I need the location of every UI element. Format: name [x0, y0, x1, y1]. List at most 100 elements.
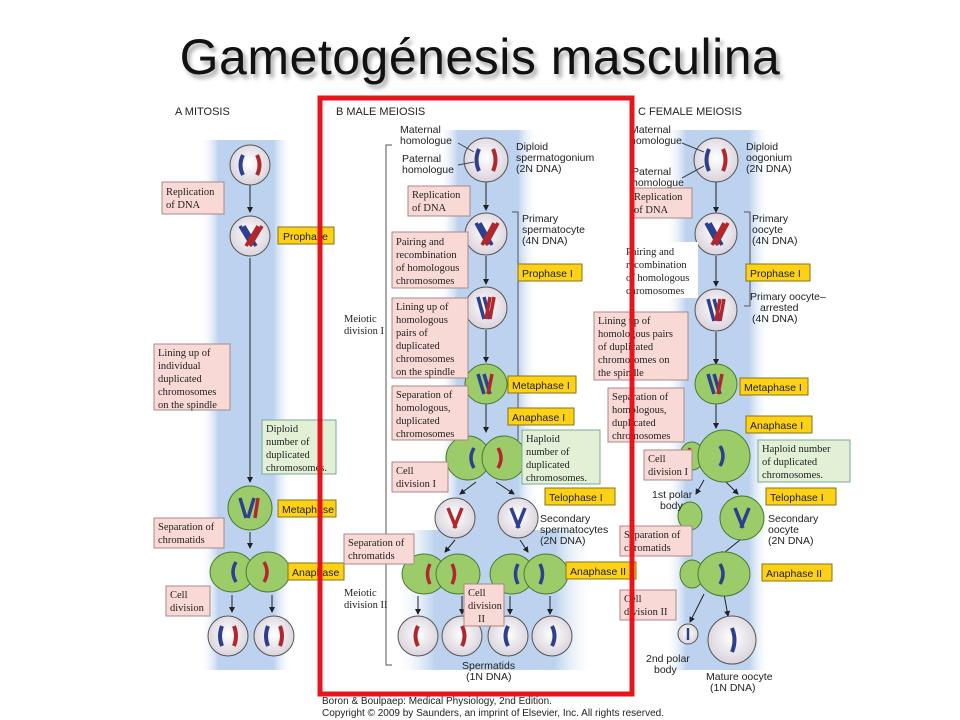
- label-primary-oocyte-arrested: Primary oocyte–arrested(4N DNA): [750, 291, 826, 325]
- note-mitosis-lining: Lining up of individual duplicated chrom…: [153, 343, 231, 411]
- svg-text:chromosomes: chromosomes: [396, 276, 454, 287]
- tag-male-metaphase-i: Metaphase I: [507, 375, 577, 394]
- svg-text:division I: division I: [648, 467, 688, 478]
- cell-mitosis-metaphase: [227, 485, 273, 531]
- svg-text:chromatids: chromatids: [348, 551, 395, 562]
- svg-text:Lining up of: Lining up of: [598, 316, 651, 327]
- cell-oogonium: [693, 137, 739, 183]
- svg-text:Pairing and: Pairing and: [396, 237, 445, 248]
- svg-text:chromosomes.: chromosomes.: [266, 463, 327, 474]
- svg-text:division: division: [170, 603, 205, 614]
- note-female-haploid: Haploid number of duplicated chromosomes…: [757, 439, 851, 483]
- credit-source: Boron & Boulpaep: Medical Physiology, 2n…: [322, 696, 552, 707]
- svg-text:of duplicated: of duplicated: [598, 342, 654, 353]
- cell-female-anaphase-ii: [679, 551, 751, 597]
- tag-female-telophase-i: Telophase I: [765, 487, 837, 506]
- cell-mitosis-prophase: [229, 215, 271, 257]
- cell-second-polar-body: [677, 623, 699, 645]
- svg-text:Haploid number: Haploid number: [762, 444, 831, 455]
- cell-primary-oocyte: [694, 212, 738, 256]
- cell-primary-oocyte-arrested: [694, 288, 738, 332]
- svg-text:of DNA: of DNA: [412, 203, 447, 214]
- note-female-pairing: Pairing and recombination of homologous …: [622, 242, 698, 298]
- svg-text:Telophase I: Telophase I: [549, 492, 603, 504]
- note-male-sep-chromatids: Separation of chromatids: [343, 533, 415, 565]
- svg-text:Prophase I: Prophase I: [750, 268, 801, 280]
- tag-mitosis-metaphase: Metaphase: [277, 499, 337, 518]
- svg-text:Anaphase I: Anaphase I: [512, 412, 565, 424]
- svg-text:Replication: Replication: [166, 187, 215, 198]
- header-male-meiosis: B MALE MEIOSIS: [336, 106, 425, 118]
- header-mitosis: A MITOSIS: [175, 106, 230, 118]
- cell-mitosis-daughter-left: [207, 615, 249, 657]
- note-male-separation: Separation of homologous, duplicated chr…: [391, 385, 469, 441]
- svg-text:Anaphase II: Anaphase II: [766, 568, 822, 580]
- tag-female-anaphase-i: Anaphase I: [745, 415, 813, 434]
- svg-text:Anaphase I: Anaphase I: [750, 420, 803, 432]
- svg-text:recombination: recombination: [626, 260, 687, 271]
- svg-text:Cell: Cell: [170, 590, 188, 601]
- svg-text:homologous,: homologous,: [612, 405, 667, 416]
- svg-text:homologous pairs: homologous pairs: [598, 329, 673, 340]
- svg-text:the spindle: the spindle: [598, 368, 644, 379]
- note-male-lining: Lining up of homologous pairs of duplica…: [391, 297, 469, 379]
- svg-text:chromatids: chromatids: [624, 543, 671, 554]
- credit-copyright: Copyright © 2009 by Saunders, an imprint…: [322, 708, 664, 719]
- svg-text:division II: division II: [624, 607, 668, 618]
- cell-mitosis-start: [229, 144, 271, 186]
- svg-text:number of: number of: [526, 447, 570, 458]
- svg-text:Separation of: Separation of: [624, 530, 681, 541]
- note-mitosis-division: Cell division: [165, 585, 211, 617]
- tag-female-metaphase-i: Metaphase I: [739, 377, 809, 396]
- svg-text:Separation of: Separation of: [348, 538, 405, 549]
- svg-text:Lining up of: Lining up of: [158, 348, 211, 359]
- svg-text:Cell: Cell: [468, 588, 486, 599]
- svg-text:duplicated: duplicated: [158, 374, 202, 385]
- svg-text:chromosomes: chromosomes: [612, 431, 670, 442]
- svg-text:duplicated: duplicated: [266, 450, 310, 461]
- male-meiosis-highlight-box: [317, 95, 635, 697]
- svg-text:chromosomes.: chromosomes.: [762, 470, 823, 481]
- svg-text:Lining up of: Lining up of: [396, 302, 449, 313]
- svg-text:Metaphase I: Metaphase I: [512, 380, 570, 392]
- svg-text:Replication: Replication: [412, 190, 461, 201]
- cell-mature-oocyte: [707, 615, 757, 665]
- svg-text:of homologous: of homologous: [396, 263, 459, 274]
- svg-text:Separation of: Separation of: [612, 392, 669, 403]
- note-mitosis-replication: Replication of DNA: [161, 181, 225, 215]
- cell-pairing: [464, 286, 508, 330]
- cell-spermatogonium: [463, 137, 509, 183]
- cell-mitosis-daughter-right: [253, 615, 295, 657]
- tag-male-anaphase-i: Anaphase I: [507, 407, 575, 426]
- label-mature-oocyte: Mature oocyte(1N DNA): [706, 671, 773, 694]
- svg-text:recombination: recombination: [396, 250, 457, 261]
- tag-mitosis-prophase: Prophase: [277, 226, 335, 245]
- note-male-division-i: Cell division I: [391, 461, 449, 493]
- svg-text:chromosomes.: chromosomes.: [526, 473, 587, 484]
- svg-text:Anaphase II: Anaphase II: [570, 566, 626, 578]
- cell-female-metaphase-i: [694, 363, 738, 405]
- tag-female-anaphase-ii: Anaphase II: [761, 563, 833, 582]
- svg-text:homologous: homologous: [396, 315, 448, 326]
- page-title: Gametogénesis masculina: [179, 29, 781, 85]
- svg-text:individual: individual: [158, 361, 201, 372]
- note-female-replication: Replication of DNA: [629, 187, 693, 219]
- tag-mitosis-anaphase: Anaphase: [287, 562, 345, 581]
- svg-text:division: division: [468, 601, 503, 612]
- svg-text:Pairing and: Pairing and: [626, 247, 675, 258]
- note-male-division-ii: Cell division II: [463, 583, 505, 627]
- svg-text:Replication: Replication: [634, 192, 683, 203]
- svg-text:Separation of: Separation of: [158, 522, 215, 533]
